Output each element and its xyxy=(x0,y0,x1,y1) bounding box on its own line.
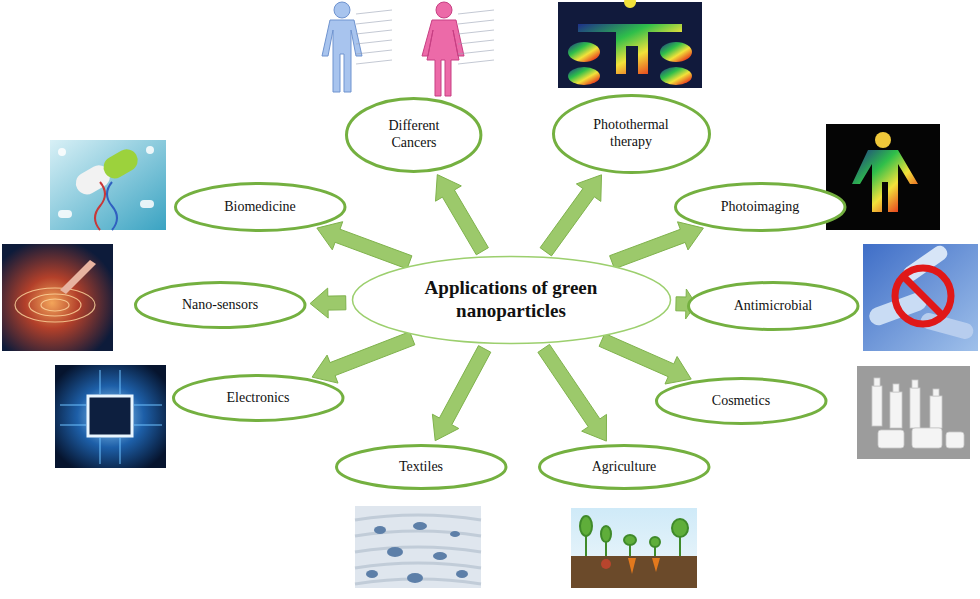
block-arrow xyxy=(599,334,691,385)
central-ellipse: Applications of green nanoparticles xyxy=(351,255,672,345)
application-ellipse: Nano-sensors xyxy=(134,281,307,329)
node-label: Photoimaging xyxy=(705,199,815,216)
textile-picture xyxy=(355,506,481,588)
node-label: Biomedicine xyxy=(205,199,315,216)
application-ellipse: Textiles xyxy=(335,444,508,490)
bacteria-picture xyxy=(863,243,978,351)
block-arrow xyxy=(610,222,704,269)
block-arrow xyxy=(436,175,489,255)
block-arrow xyxy=(538,344,607,441)
block-arrow xyxy=(540,175,601,256)
node-label: Cosmetics xyxy=(686,393,796,410)
chip-picture xyxy=(55,365,166,468)
thermal-image xyxy=(558,0,702,88)
node-label: Photothermal therapy xyxy=(581,117,681,151)
application-ellipse: Different Cancers xyxy=(345,97,482,173)
body-figures xyxy=(322,2,494,96)
application-ellipse: Biomedicine xyxy=(174,182,347,232)
application-ellipse: Electronics xyxy=(172,374,345,422)
application-ellipse: Antimicrobial xyxy=(687,281,860,331)
application-ellipse: Photothermal therapy xyxy=(552,94,711,174)
node-label: Agriculture xyxy=(569,459,679,476)
sensor-picture xyxy=(2,244,113,351)
central-title: Applications of green nanoparticles xyxy=(401,277,621,323)
block-arrow xyxy=(317,222,412,269)
node-label: Electronics xyxy=(203,390,313,407)
node-label: Nano-sensors xyxy=(165,297,275,314)
block-arrow xyxy=(312,332,415,383)
pill-picture xyxy=(50,140,166,230)
application-ellipse: Photoimaging xyxy=(674,182,847,232)
cosmetics-picture xyxy=(857,366,970,459)
block-arrow xyxy=(432,346,490,441)
block-arrow xyxy=(310,288,346,318)
agriculture-picture xyxy=(571,508,697,588)
node-label: Different Cancers xyxy=(372,118,456,152)
node-label: Textiles xyxy=(366,459,476,476)
application-ellipse: Agriculture xyxy=(538,444,711,490)
application-ellipse: Cosmetics xyxy=(655,377,828,425)
node-label: Antimicrobial xyxy=(718,298,828,315)
